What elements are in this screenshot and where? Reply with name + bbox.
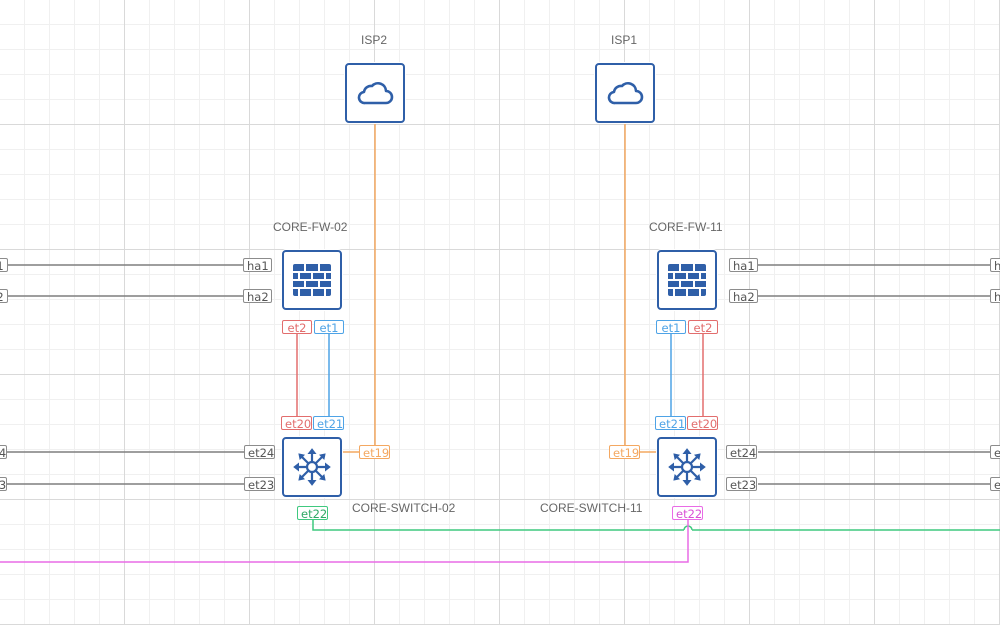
fw11-port-et2[interactable]: et2 [688, 320, 718, 335]
fw02-node[interactable] [282, 250, 342, 310]
sw02-label: CORE-SWITCH-02 [352, 501, 456, 515]
isp2-label: ISP2 [361, 33, 388, 47]
left-port-ha2[interactable]: ha2 [0, 289, 8, 304]
sw02-port-et22[interactable]: et22 [297, 506, 328, 521]
sw02-port-et24[interactable]: et24 [244, 445, 275, 460]
fw11-label: CORE-FW-11 [649, 220, 723, 234]
sw11-port-et22[interactable]: et22 [672, 506, 703, 521]
isp2-node[interactable] [345, 63, 405, 123]
link-sw11-et22[interactable] [0, 520, 689, 563]
link-sw02-et22[interactable] [312, 520, 684, 531]
right-port-ha1[interactable]: ha1 [990, 258, 1000, 273]
switch-icon [293, 448, 331, 486]
fw11-port-et1[interactable]: et1 [656, 320, 686, 335]
left-port-ha1[interactable]: ha1 [0, 258, 8, 273]
isp1-label: ISP1 [611, 33, 638, 47]
left-port-et24[interactable]: et24 [0, 445, 7, 460]
sw11-port-et21[interactable]: et21 [655, 416, 686, 431]
fw02-port-et1[interactable]: et1 [314, 320, 344, 335]
right-port-ha2[interactable]: ha2 [990, 289, 1000, 304]
right-port-et23[interactable]: et23 [990, 477, 1000, 492]
right-edge-clip: ha1 ha2 et24 et23 [990, 250, 1000, 510]
sw11-port-et19[interactable]: et19 [609, 445, 640, 460]
link-isp2-sw02-et19[interactable] [342, 124, 376, 453]
isp1-node[interactable] [595, 63, 655, 123]
fw02-port-et2[interactable]: et2 [282, 320, 312, 335]
sw11-node[interactable] [657, 437, 717, 497]
fw02-port-ha1[interactable]: ha1 [243, 258, 272, 273]
sw02-node[interactable] [282, 437, 342, 497]
sw11-label: CORE-SWITCH-11 [540, 501, 643, 515]
fw02-port-ha2[interactable]: ha2 [243, 289, 272, 304]
firewall-icon [668, 264, 706, 296]
sw02-port-et21[interactable]: et21 [313, 416, 344, 431]
fw11-port-ha2[interactable]: ha2 [729, 289, 758, 304]
fw02-label: CORE-FW-02 [273, 220, 348, 234]
sw11-port-et20[interactable]: et20 [687, 416, 718, 431]
sw02-port-et19[interactable]: et19 [359, 445, 390, 460]
fw11-port-ha1[interactable]: ha1 [729, 258, 758, 273]
link-isp1-sw11-et19[interactable] [624, 124, 657, 453]
switch-icon [668, 448, 706, 486]
cloud-icon [607, 82, 644, 105]
firewall-icon [293, 264, 331, 296]
cloud-icon [357, 82, 394, 105]
fw11-node[interactable] [657, 250, 717, 310]
sw02-port-et20[interactable]: et20 [281, 416, 312, 431]
left-port-et23[interactable]: et23 [0, 477, 7, 492]
sw11-port-et23[interactable]: et23 [726, 477, 757, 492]
sw11-port-et24[interactable]: et24 [726, 445, 757, 460]
sw02-port-et23[interactable]: et23 [244, 477, 275, 492]
right-port-et24[interactable]: et24 [990, 445, 1000, 460]
